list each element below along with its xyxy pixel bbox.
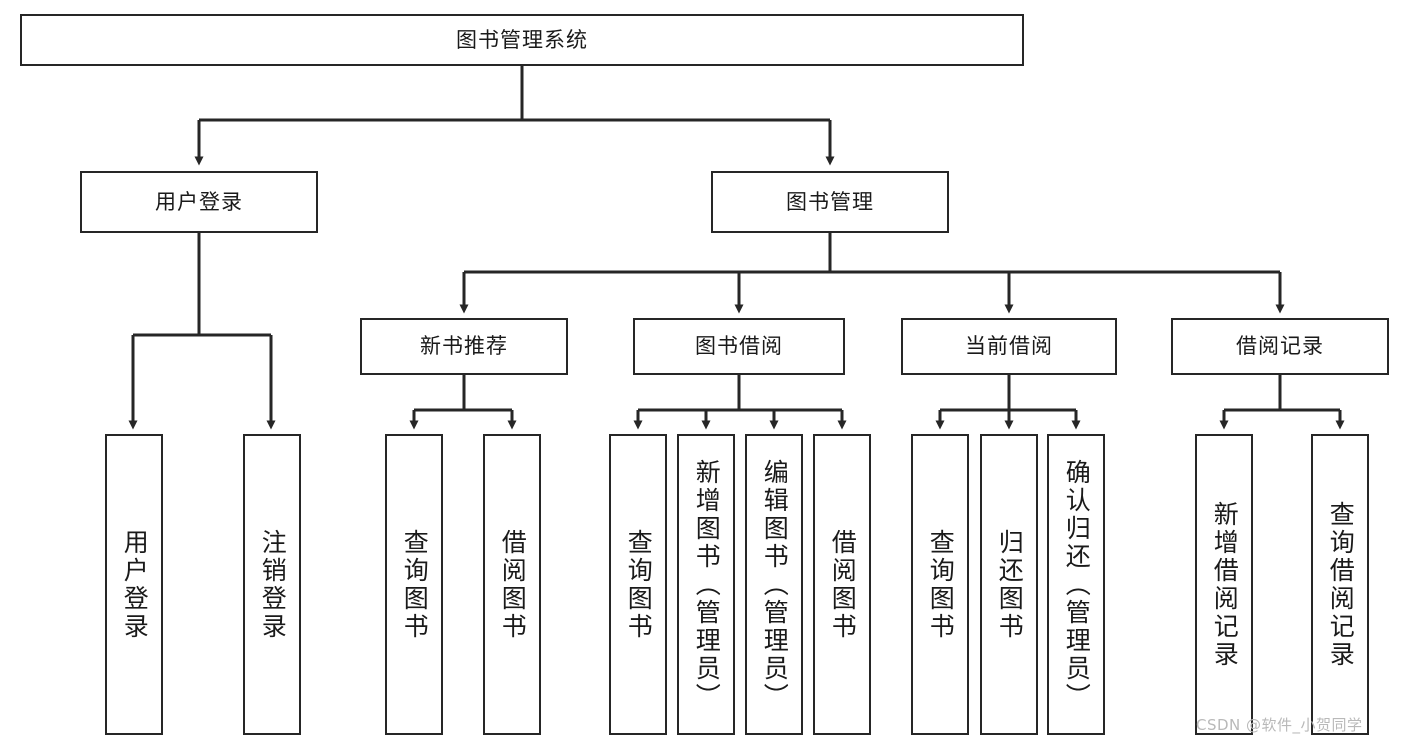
- leaf-user-login[interactable]: 用户登录: [105, 434, 163, 735]
- leaf-edit-book-admin-label: 编辑图书（管理员）: [760, 458, 790, 711]
- node-root-label: 图书管理系统: [456, 27, 588, 52]
- leaf-logout[interactable]: 注销登录: [243, 434, 301, 735]
- node-user-login-label: 用户登录: [155, 189, 243, 214]
- leaf-query-book-recommend-label: 查询图书: [400, 528, 430, 641]
- leaf-query-book-borrow-label: 查询图书: [624, 528, 654, 641]
- leaf-borrow-book-recommend-label: 借阅图书: [498, 528, 528, 641]
- node-user-login[interactable]: 用户登录: [80, 171, 318, 233]
- node-current-borrow[interactable]: 当前借阅: [901, 318, 1117, 375]
- leaf-query-borrow-record[interactable]: 查询借阅记录: [1311, 434, 1369, 735]
- leaf-user-login-label: 用户登录: [120, 528, 150, 641]
- leaf-query-book-current-label: 查询图书: [926, 528, 956, 641]
- node-borrow-record-label: 借阅记录: [1236, 334, 1324, 359]
- leaf-query-borrow-record-label: 查询借阅记录: [1326, 500, 1356, 669]
- leaf-query-book-recommend[interactable]: 查询图书: [385, 434, 443, 735]
- leaf-query-book-current[interactable]: 查询图书: [911, 434, 969, 735]
- node-book-management[interactable]: 图书管理: [711, 171, 949, 233]
- leaf-return-book[interactable]: 归还图书: [980, 434, 1038, 735]
- node-book-borrow-label: 图书借阅: [695, 334, 783, 359]
- leaf-add-borrow-record-label: 新增借阅记录: [1210, 500, 1240, 669]
- node-current-borrow-label: 当前借阅: [965, 334, 1053, 359]
- leaf-return-book-label: 归还图书: [995, 528, 1025, 641]
- leaf-query-book-borrow[interactable]: 查询图书: [609, 434, 667, 735]
- leaf-confirm-return-admin-label: 确认归还（管理员）: [1062, 458, 1092, 711]
- leaf-logout-label: 注销登录: [258, 528, 288, 641]
- node-book-management-label: 图书管理: [786, 189, 874, 214]
- leaf-confirm-return-admin[interactable]: 确认归还（管理员）: [1047, 434, 1105, 735]
- watermark: CSDN @软件_小贺同学: [1196, 716, 1363, 734]
- leaf-borrow-book-label: 借阅图书: [828, 528, 858, 641]
- leaf-add-book-admin[interactable]: 新增图书（管理员）: [677, 434, 735, 735]
- leaf-borrow-book[interactable]: 借阅图书: [813, 434, 871, 735]
- leaf-add-borrow-record[interactable]: 新增借阅记录: [1195, 434, 1253, 735]
- node-book-borrow[interactable]: 图书借阅: [633, 318, 845, 375]
- leaf-edit-book-admin[interactable]: 编辑图书（管理员）: [745, 434, 803, 735]
- node-borrow-record[interactable]: 借阅记录: [1171, 318, 1389, 375]
- leaf-borrow-book-recommend[interactable]: 借阅图书: [483, 434, 541, 735]
- node-new-book-recommend-label: 新书推荐: [420, 334, 508, 359]
- node-new-book-recommend[interactable]: 新书推荐: [360, 318, 568, 375]
- leaf-add-book-admin-label: 新增图书（管理员）: [692, 458, 722, 711]
- node-root[interactable]: 图书管理系统: [20, 14, 1024, 66]
